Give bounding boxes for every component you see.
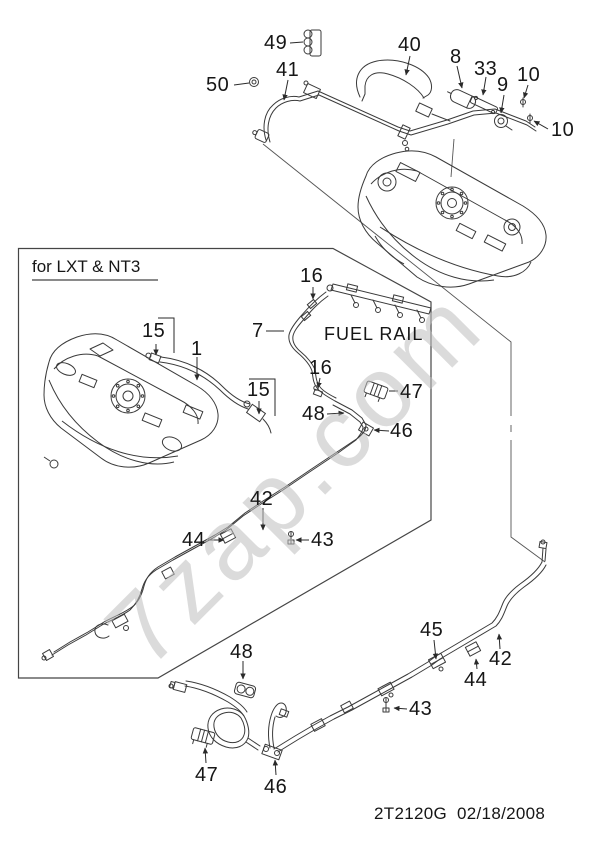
bolt <box>520 97 526 108</box>
fuel-tank-main <box>357 150 547 288</box>
pipe-clip <box>278 708 290 718</box>
pipe-clip <box>312 388 324 398</box>
fuel-filter <box>447 89 477 109</box>
filter-bracket <box>469 96 499 114</box>
hose-connector <box>169 681 188 693</box>
callout-40: 40 <box>398 34 422 56</box>
tank-port <box>377 172 397 192</box>
callout-46a: 46 <box>390 420 414 442</box>
callout-48b: 48 <box>230 641 254 663</box>
callout-43b: 43 <box>409 698 433 720</box>
callout-42a: 42 <box>250 488 274 510</box>
callout-1: 1 <box>191 338 203 360</box>
callout-46b: 46 <box>264 776 288 798</box>
pipe-fitting <box>377 681 395 697</box>
pipe-fitting <box>300 310 312 322</box>
rear-fuel-line-assembly <box>168 539 548 761</box>
fuel-feed-pipe-1 <box>145 352 272 434</box>
callout-16b: 16 <box>309 357 333 379</box>
pipe-fitting <box>111 613 129 629</box>
tank-port <box>503 218 521 236</box>
fuel-pump-module <box>435 186 469 220</box>
pipe-end-cap <box>252 129 270 143</box>
pipe-fitting <box>397 124 411 140</box>
top-pipe-assembly <box>249 29 537 152</box>
pipe-end-cap <box>42 649 54 661</box>
bolt <box>287 531 295 545</box>
callout-44b: 44 <box>464 669 488 691</box>
bolt <box>527 113 533 124</box>
pipe-clip-stack <box>303 29 322 57</box>
inset-box-outline <box>17 247 432 679</box>
fuel-tank-inset <box>43 333 219 469</box>
drawing-code: 2T2120G 02/18/2008 <box>374 804 546 823</box>
callout-10a: 10 <box>517 64 541 86</box>
callout-10b: 10 <box>551 119 575 141</box>
pipe-clip-double <box>233 681 257 699</box>
pipe-clip <box>161 566 175 580</box>
callout-leaders <box>153 41 549 776</box>
callout-16a: 16 <box>300 265 324 287</box>
pipe-fitting <box>303 83 321 99</box>
callout-33: 33 <box>474 58 498 80</box>
pipe-end-cap <box>538 540 548 550</box>
pipe-clip-block <box>190 727 216 748</box>
callout-15b: 15 <box>247 379 271 401</box>
callout-50: 50 <box>206 74 230 96</box>
callout-7: 7 <box>252 320 264 342</box>
pipe-clip <box>306 298 318 310</box>
fuel-line-run-inset <box>41 400 374 661</box>
callout-44a: 44 <box>182 529 206 551</box>
bolt <box>382 697 390 713</box>
fuel-rail-label: FUEL RAIL <box>324 324 424 344</box>
projection-leader-line <box>262 138 546 563</box>
fuel-pump-module <box>110 378 146 414</box>
callout-42b: 42 <box>489 648 513 670</box>
pipe-clip <box>219 528 237 544</box>
pipe-elbow <box>415 102 433 118</box>
callout-47b: 47 <box>195 764 219 786</box>
callout-9: 9 <box>497 74 509 96</box>
callout-45: 45 <box>420 619 444 641</box>
pipe-clip <box>464 641 482 657</box>
pipe-clip-block <box>363 380 389 402</box>
callout-41: 41 <box>276 59 300 81</box>
callout-48a: 48 <box>302 403 326 425</box>
callout-43a: 43 <box>311 529 335 551</box>
pipe-clamp <box>427 652 447 670</box>
pipe-clip <box>340 700 354 714</box>
pipe-clip <box>310 718 326 732</box>
hose-clamp <box>494 114 513 131</box>
inset-box-label: for LXT & NT3 <box>32 257 141 276</box>
callout-8: 8 <box>450 46 462 68</box>
callout-15a: 15 <box>142 320 166 342</box>
grommet <box>249 77 259 87</box>
callout-47a: 47 <box>400 381 424 403</box>
pipe-clip <box>358 421 374 437</box>
callout-49: 49 <box>264 32 288 54</box>
